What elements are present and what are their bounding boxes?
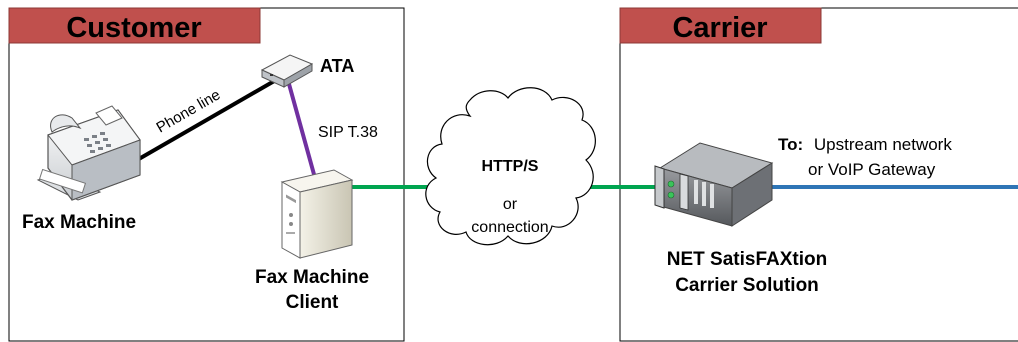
to-text-line1: Upstream network: [814, 135, 952, 154]
cloud-icon: [425, 87, 596, 246]
cloud-text-line3: connection: [471, 219, 548, 236]
rack-server-icon: [654, 142, 774, 227]
carrier-title: Carrier: [672, 12, 767, 44]
to-prefix: To:: [778, 135, 803, 154]
carrier-box: [619, 7, 1018, 342]
client-server-icon: [280, 169, 354, 259]
ata-device-icon: [260, 54, 314, 88]
carrier-header: [619, 7, 822, 44]
cloud-text-line1: HTTP/S: [482, 158, 539, 175]
customer-title: Customer: [66, 12, 201, 44]
sip-label: SIP T.38: [318, 124, 378, 141]
carrier-region: Carrier: [619, 7, 1018, 342]
to-label: To: Upstream network: [778, 135, 952, 154]
fax-machine-label: Fax Machine: [22, 212, 136, 233]
solution-label-line2: Carrier Solution: [675, 275, 819, 296]
client-label-line2: Client: [286, 292, 339, 313]
fax-machine-icon: [36, 105, 141, 201]
to-text-line2: or VoIP Gateway: [808, 160, 936, 179]
customer-header: [8, 7, 261, 44]
phone-line: [124, 78, 277, 169]
solution-label-line1: NET SatisFAXtion: [667, 249, 827, 270]
ata-label: ATA: [320, 56, 354, 76]
sip-line: [287, 83, 317, 179]
client-label-line1: Fax Machine: [255, 267, 369, 288]
cloud-text-line2: or: [503, 196, 518, 213]
customer-region: Customer: [8, 7, 405, 342]
